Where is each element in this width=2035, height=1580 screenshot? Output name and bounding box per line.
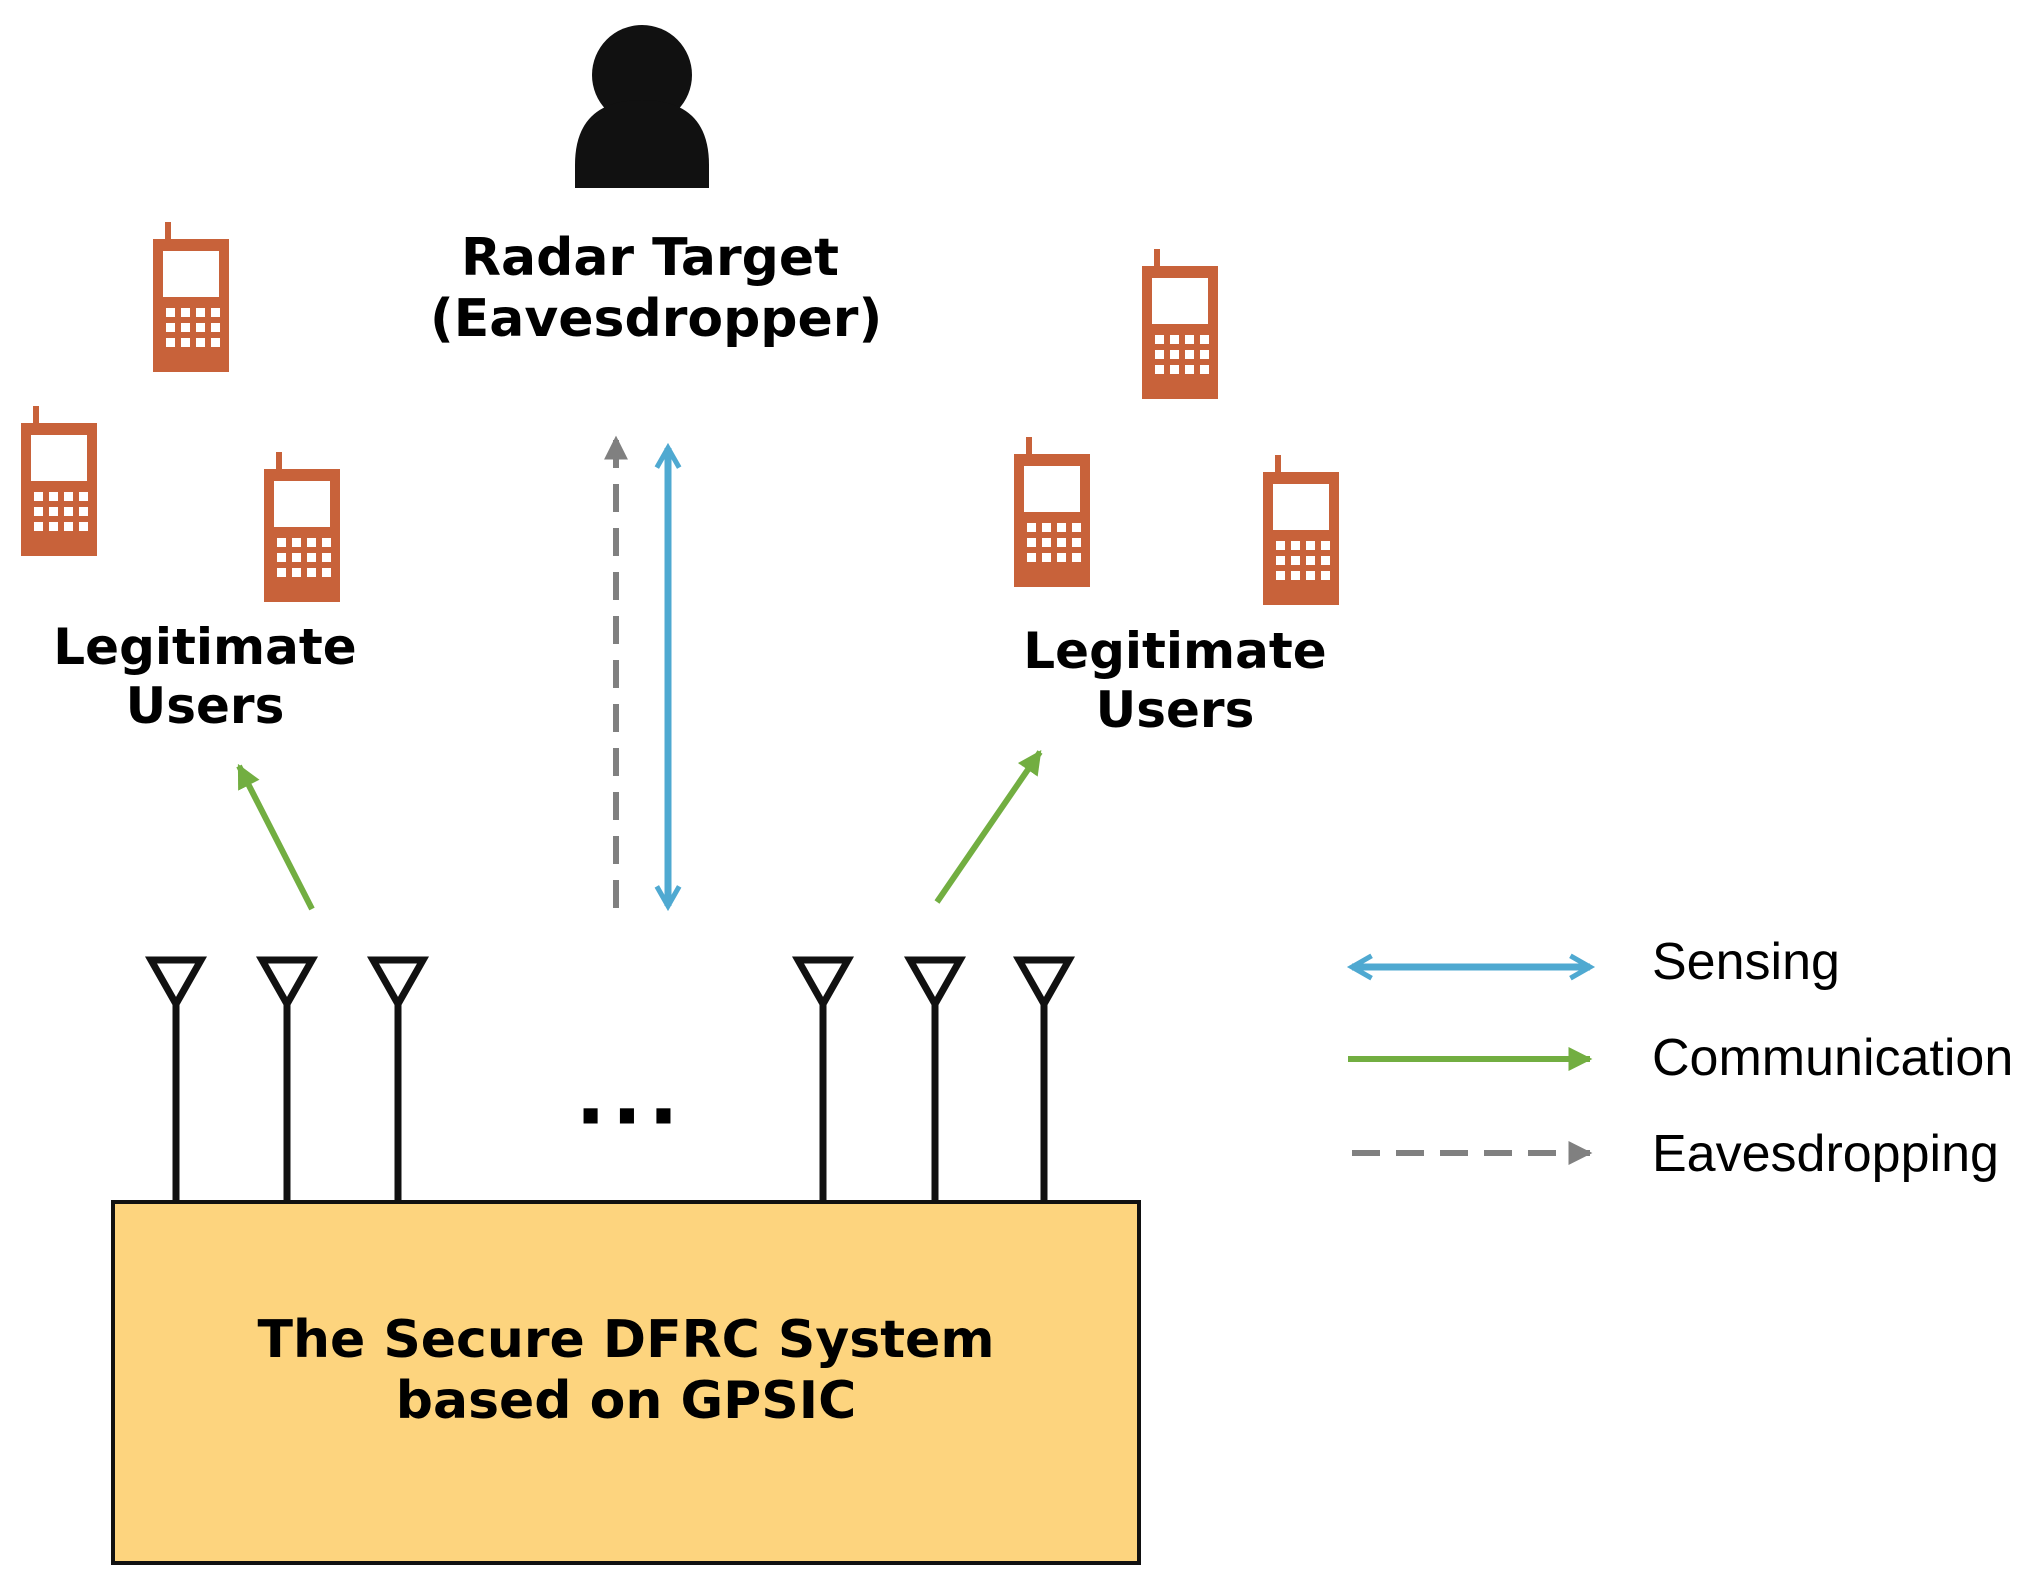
communication-arrow-right <box>934 750 1043 904</box>
right-users-line1: Legitimate <box>1023 622 1327 680</box>
antenna-ellipsis: ··· <box>575 1070 685 1163</box>
system-box-line1: The Secure DFRC System <box>257 1310 995 1370</box>
system-box-line2: based on GPSIC <box>395 1371 857 1432</box>
right-users-line2: Users <box>1095 681 1255 739</box>
phone-icon <box>1014 437 1090 587</box>
left-users-label: Legitimate Users <box>40 618 370 736</box>
radar-target-line2: (Eavesdropper) <box>430 289 883 350</box>
antenna-icon <box>910 960 960 1204</box>
legend-communication-label: Communication <box>1652 1029 2014 1087</box>
system-box-label: The Secure DFRC System based on GPSIC <box>113 1310 1139 1433</box>
legend-sensing-label: Sensing <box>1652 933 1840 991</box>
antenna-icon <box>151 960 201 1204</box>
system-box <box>111 1200 1141 1565</box>
phone-icon <box>21 406 97 556</box>
phone-icon <box>1263 455 1339 605</box>
phone-icon <box>264 452 340 602</box>
communication-arrow-left <box>236 763 315 911</box>
left-users-line1: Legitimate <box>53 618 357 676</box>
right-users-label: Legitimate Users <box>1010 622 1340 740</box>
radar-target-label: Radar Target (Eavesdropper) <box>430 228 883 351</box>
left-users-line2: Users <box>125 677 285 735</box>
legend-eavesdropping-label: Eavesdropping <box>1652 1125 1999 1183</box>
antenna-icon <box>262 960 312 1204</box>
phone-icon <box>1142 249 1218 399</box>
person-icon <box>575 25 709 188</box>
antenna-icon <box>798 960 848 1204</box>
antenna-icon <box>1019 960 1069 1204</box>
antenna-icon <box>373 960 423 1204</box>
radar-target-line1: Radar Target <box>460 228 840 288</box>
phone-icon <box>153 222 229 372</box>
